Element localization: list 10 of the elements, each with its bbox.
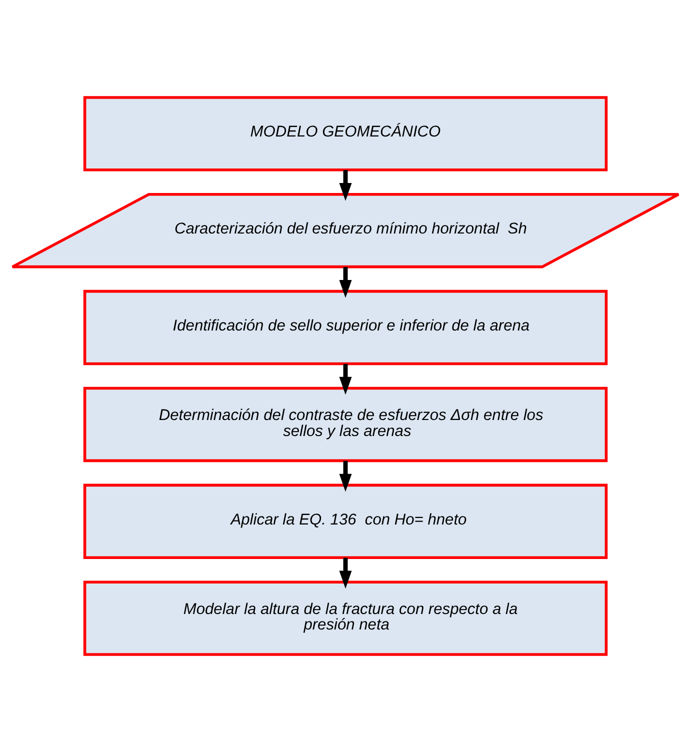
- node-box: MODELO GEOMECÁNICO: [83, 96, 608, 172]
- node-box: Modelar la altura de la fractura con respecto a la presión neta: [83, 580, 608, 656]
- arrow: [339, 558, 352, 589]
- node-box: Aplicar la EQ. 136 con Ho= hneto: [83, 484, 608, 559]
- node-box: Identificación de sello superior e inferior de la arena: [83, 290, 608, 366]
- arrow: [339, 170, 352, 201]
- arrow: [339, 364, 352, 395]
- arrow: [339, 460, 352, 492]
- node-box: Determinación del contraste de esfuerzos Δσh entre los sellos y las arenas: [83, 386, 608, 462]
- arrow: [339, 266, 352, 298]
